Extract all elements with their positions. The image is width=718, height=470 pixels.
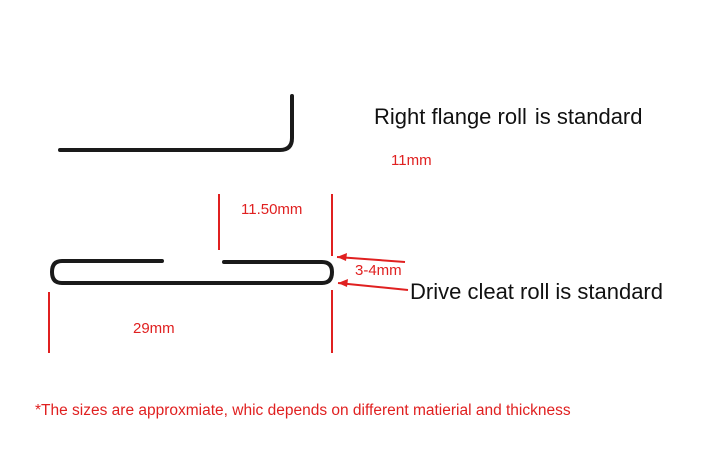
cleat-top-dimension-label: 11.50mm [241, 201, 302, 218]
cleat-profile [50, 259, 334, 285]
cleat-thickness-label: 3-4mm [355, 262, 402, 279]
dim-thickness-bottom-arrow [338, 279, 348, 287]
dim-thickness-top-line [336, 256, 406, 263]
dim-thickness-bottom-line [337, 282, 409, 291]
dim-thickness-top-arrow [337, 253, 347, 261]
cleat-width-label: 29mm [133, 320, 175, 337]
flange-profile [58, 94, 294, 152]
flange-dimension-label: 11mm [391, 152, 432, 169]
footnote: *The sizes are approxmiate, whic depends… [35, 402, 571, 419]
